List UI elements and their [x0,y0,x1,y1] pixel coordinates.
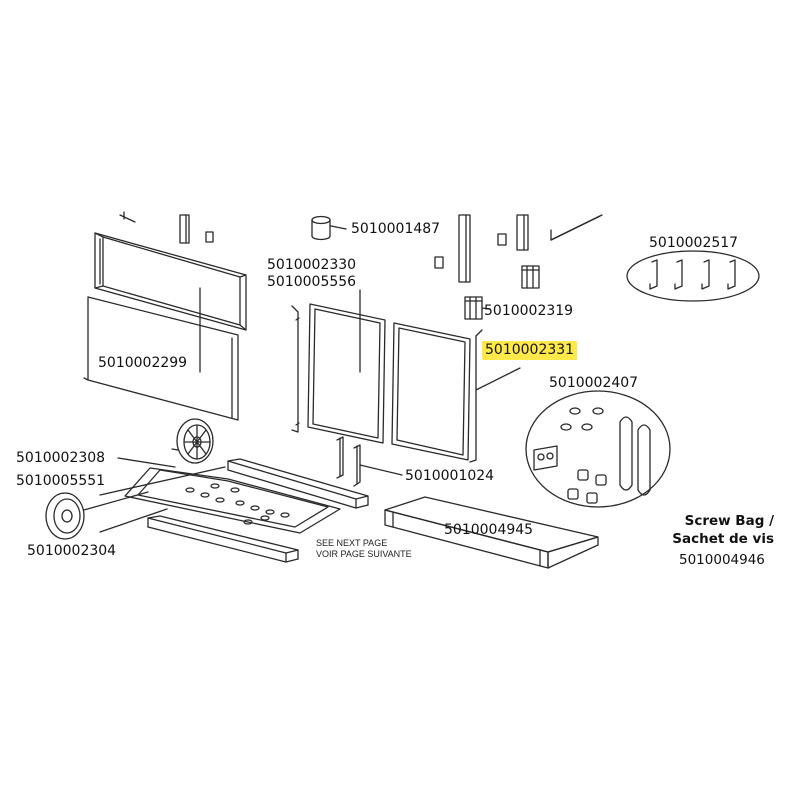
upper-crossbar [227,458,369,509]
leader-lines [99,287,201,533]
wheel-axle [99,466,226,496]
part-label-5010004945: 5010004945 [444,522,534,538]
side-shelf [384,496,599,569]
screw-bag-title-fr: Sachet de vis [672,531,774,547]
part-label-5010002308: 5010002308 [16,450,106,466]
part-label-5010002407: 5010002407 [549,375,639,391]
upper-frame-fragments [119,211,603,283]
hardware-bag [525,390,671,508]
door-handles [336,436,403,487]
rear-wheel [171,418,214,464]
lower-crossbar [147,515,299,563]
screw-bag-part-number: 5010004946 [679,552,765,568]
part-label-5010001487: 5010001487 [351,221,441,237]
part-label-5010005556: 5010005556 [267,274,357,290]
screw-bag-title-en: Screw Bag / [684,513,774,529]
cap-part [311,215,347,241]
hinge-block-lower [464,296,491,320]
part-label-5010005551: 5010005551 [16,473,106,489]
see-next-page-note: SEE NEXT PAGE [316,538,388,548]
front-wheel [45,491,149,540]
part-label-5010002330: 5010002330 [267,257,357,273]
part-label-5010002331-highlighted: 5010002331 [482,341,578,360]
part-label-5010002299: 5010002299 [98,355,188,371]
hinge-block-upper [521,265,540,289]
left-door [291,289,386,444]
back-panel [83,232,247,421]
screw-bag-title: Screw Bag / Sachet de vis [660,512,774,548]
hook-bag [626,250,760,302]
bottom-shelf [124,467,341,534]
part-label-5010002304: 5010002304 [27,543,117,559]
part-label-5010001024: 5010001024 [405,468,495,484]
part-label-5010002517: 5010002517 [649,235,739,251]
right-door [391,322,521,463]
voir-page-suivante-note: VOIR PAGE SUIVANTE [316,549,412,559]
part-label-5010002319: 5010002319 [484,303,574,319]
